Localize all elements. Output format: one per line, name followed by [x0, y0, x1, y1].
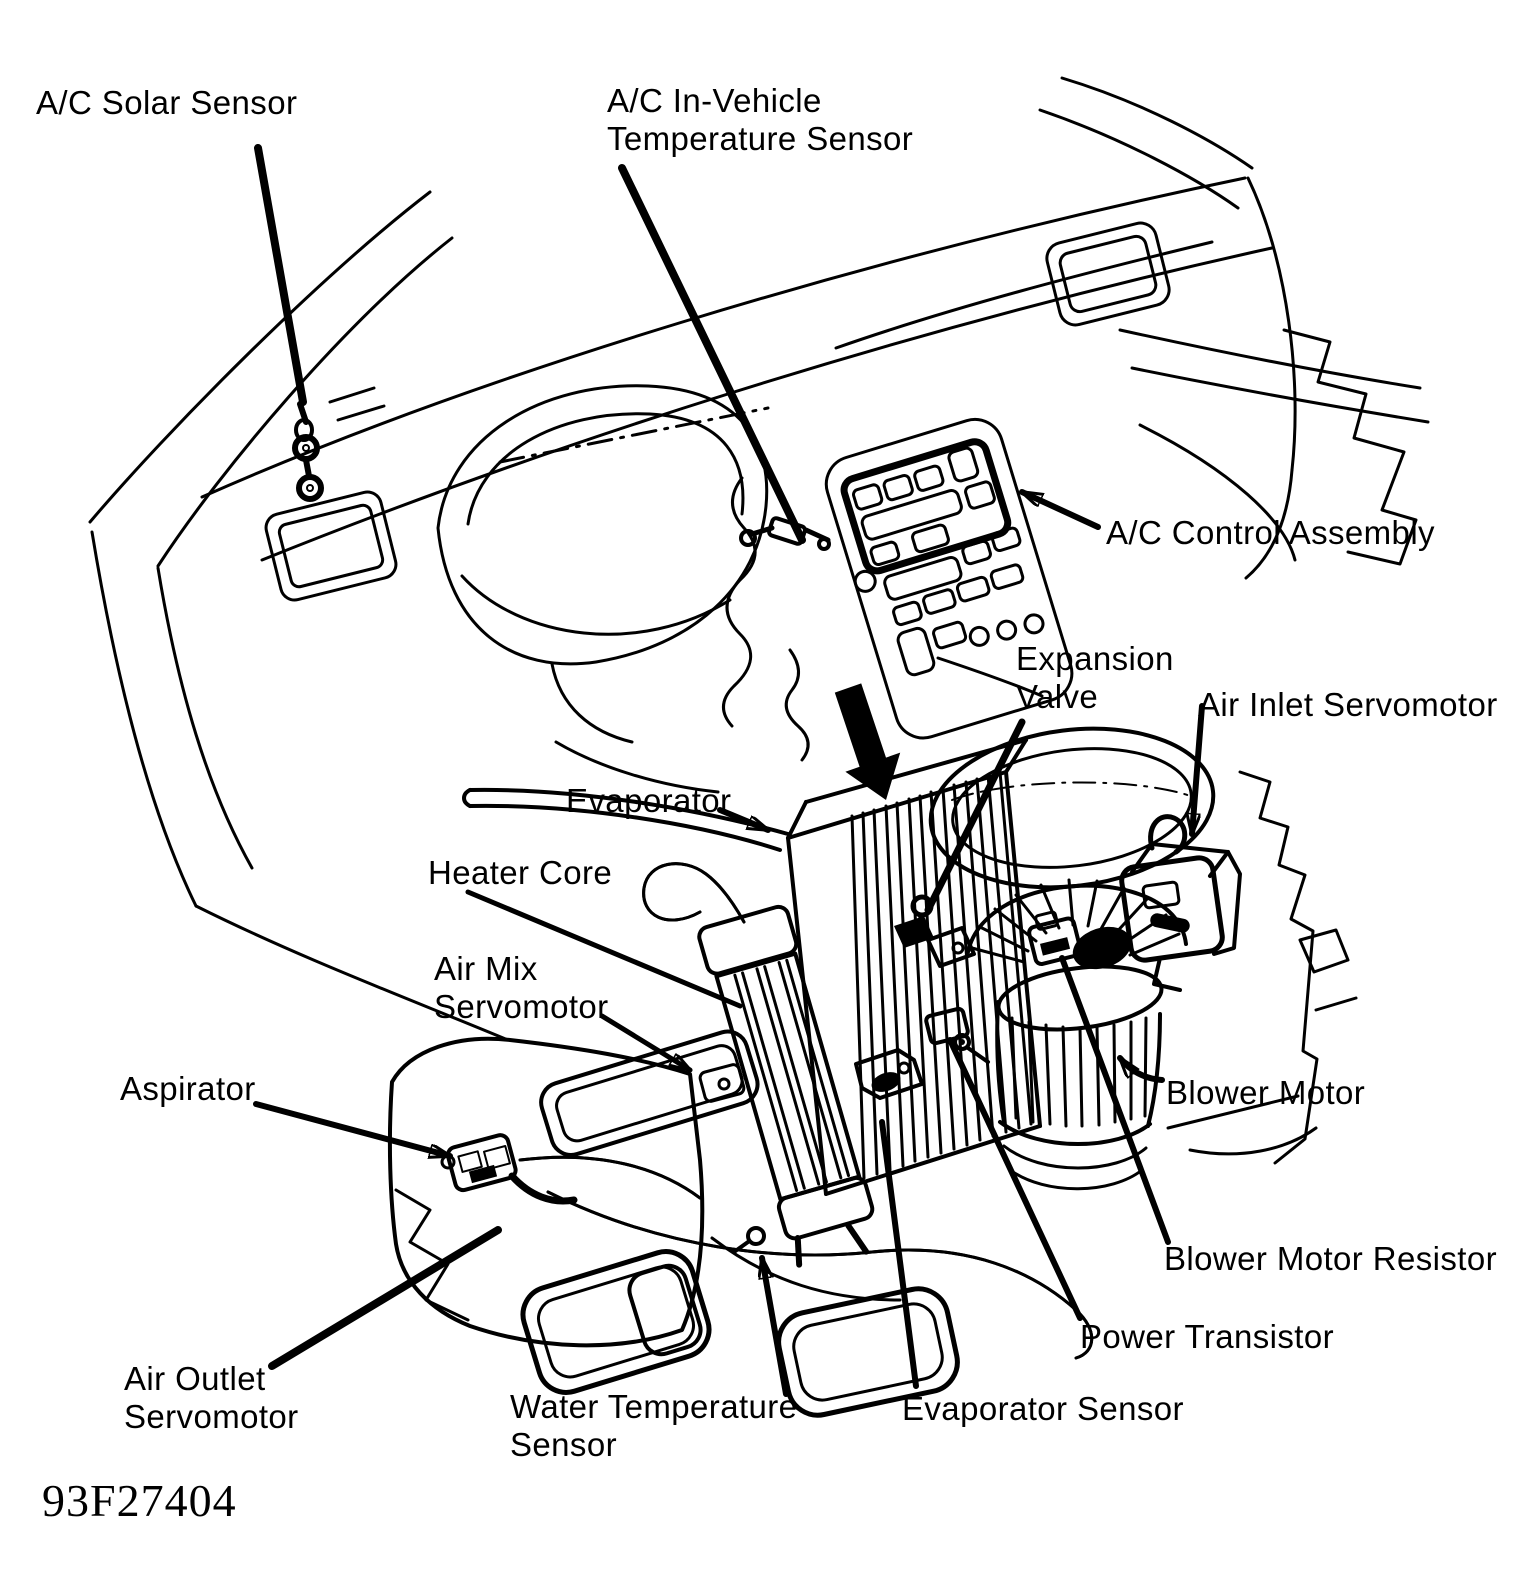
dash-vent: [1045, 221, 1171, 327]
leader-control-assembly: [1019, 489, 1101, 530]
blower-motor-part: [966, 878, 1188, 1191]
callout-air-outlet-servomotor: Air Outlet Servomotor: [124, 1360, 299, 1435]
heater-housing: [387, 1029, 902, 1395]
control-assembly-part: [824, 417, 1074, 740]
callout-evaporator-sensor: Evaporator Sensor: [902, 1390, 1184, 1427]
leader-in-vehicle-temp-sensor: [618, 164, 806, 544]
callout-in-vehicle-temp-sensor: A/C In-Vehicle Temperature Sensor: [607, 82, 914, 157]
leader-solar-sensor: [254, 144, 307, 406]
leader-evaporator-sensor: [879, 1119, 919, 1389]
locator-arrow: [834, 683, 901, 800]
callout-air-inlet-servomotor: Air Inlet Servomotor: [1198, 686, 1498, 723]
callout-blower-motor-resistor: Blower Motor Resistor: [1164, 1240, 1497, 1277]
leader-heater-core: [465, 889, 743, 1009]
callout-heater-core: Heater Core: [428, 854, 613, 891]
hvac-assembly-drawing: [387, 726, 1358, 1418]
leader-aspirator: [253, 1101, 453, 1159]
callout-evaporator: Evaporator: [566, 782, 732, 819]
callout-control-assembly: A/C Control Assembly: [1106, 514, 1435, 551]
leader-air-mix-servomotor: [599, 1013, 693, 1073]
callout-power-transistor: Power Transistor: [1080, 1318, 1334, 1355]
leader-water-temp-sensor: [762, 1255, 789, 1397]
leader-blower-motor-resistor: [1059, 955, 1171, 1245]
evaporator-sensor-part: [854, 1048, 924, 1100]
air-inlet-servomotor-part: [1119, 814, 1242, 992]
callout-blower-motor: Blower Motor: [1166, 1074, 1366, 1111]
water-temp-sensor-part: [732, 1226, 766, 1254]
in-vehicle-temp-sensor-part: [739, 516, 831, 551]
evaporator-part: [786, 738, 1042, 1196]
evaporator-hatching: [850, 770, 1033, 1180]
callout-water-temp-sensor: Water Temperature Sensor: [510, 1388, 798, 1463]
figure-code: 93F27404: [42, 1475, 237, 1526]
leader-expansion-valve: [924, 718, 1026, 914]
callout-air-mix-servomotor: Air Mix Servomotor: [434, 950, 609, 1025]
leader-air-inlet-servomotor: [1192, 703, 1205, 837]
dashboard-drawing: [88, 76, 1430, 1042]
heater-core-part: [697, 904, 875, 1268]
leader-air-outlet-servomotor: [268, 1226, 502, 1370]
leader-evaporator: [717, 807, 771, 833]
solar-sensor-part: [292, 401, 324, 502]
leader-power-transistor: [947, 1037, 1083, 1321]
leader-blower-motor: [1117, 1055, 1165, 1083]
callout-expansion-valve: Expansion Valve: [1016, 640, 1174, 715]
air-mix-servomotor-part: [698, 1063, 746, 1103]
callout-solar-sensor: A/C Solar Sensor: [36, 84, 298, 121]
blower-motor-resistor-part: [1027, 910, 1083, 966]
callout-aspirator: Aspirator: [120, 1070, 256, 1107]
dash-side-vent: [264, 490, 398, 602]
leader-lines: [253, 144, 1205, 1397]
